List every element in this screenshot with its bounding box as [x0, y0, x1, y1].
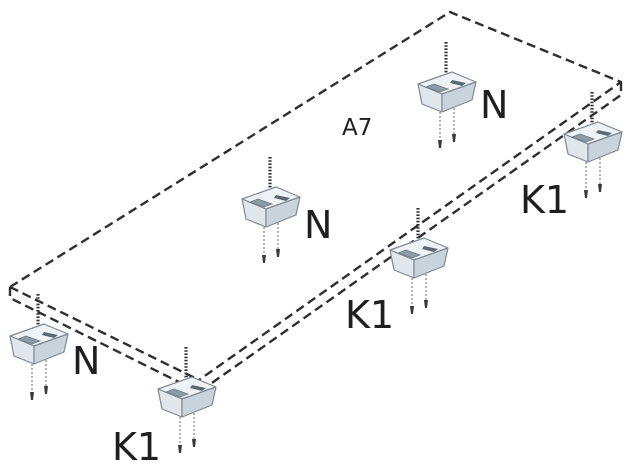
panel-bottom-edge — [8, 82, 623, 394]
corner-bracket-icon — [416, 40, 478, 150]
bracket-label: K1 — [112, 425, 161, 468]
corner-bracket-icon — [8, 292, 70, 402]
bracket-mid-edge — [388, 206, 450, 316]
bracket-label: K1 — [345, 293, 394, 337]
corner-bracket-icon — [388, 206, 450, 316]
bracket-label: N — [72, 339, 100, 383]
corner-bracket-icon — [562, 90, 624, 200]
bracket-left — [8, 292, 70, 402]
bracket-label: N — [480, 83, 508, 127]
bracket-right — [562, 90, 624, 200]
bracket-top-center — [416, 40, 478, 150]
bracket-label: K1 — [520, 178, 569, 222]
corner-bracket-icon — [240, 155, 302, 265]
panel-top-edge — [9, 10, 623, 381]
bracket-label: N — [304, 203, 332, 247]
bracket-center — [240, 155, 302, 265]
panel-label: A7 — [342, 115, 372, 141]
